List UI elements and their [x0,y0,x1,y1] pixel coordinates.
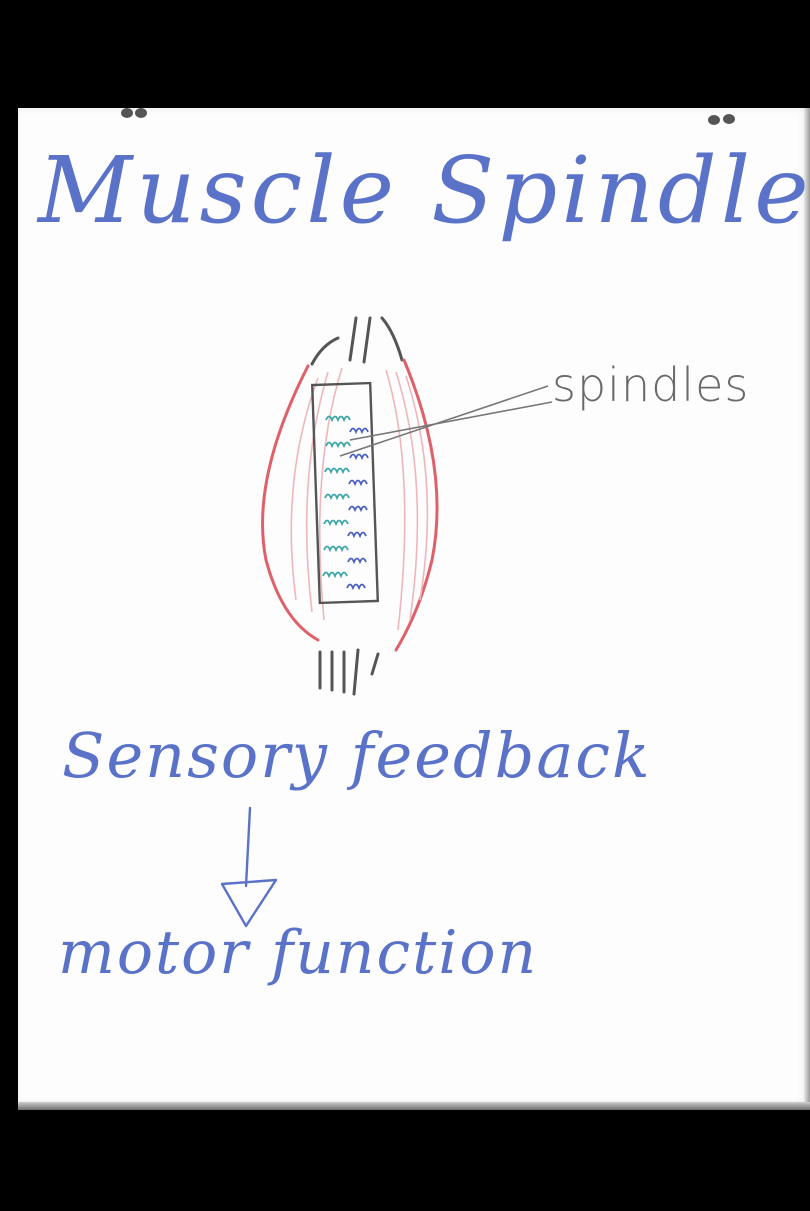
binder-clips [121,108,735,125]
flow-arrow [222,808,276,926]
sensory-feedback-label: Sensory feedback [62,722,652,790]
diagram-title: Muscle Spindle [38,140,810,241]
spindle-capsule [312,383,378,603]
spindles-label: spindles [552,358,749,412]
bottom-tendon [320,650,378,694]
muscle-fibers [291,368,427,630]
spindle-coils-teal [323,417,350,577]
motor-function-label: motor function [58,920,538,986]
muscle-outline [263,360,438,650]
top-tendon [312,318,402,364]
